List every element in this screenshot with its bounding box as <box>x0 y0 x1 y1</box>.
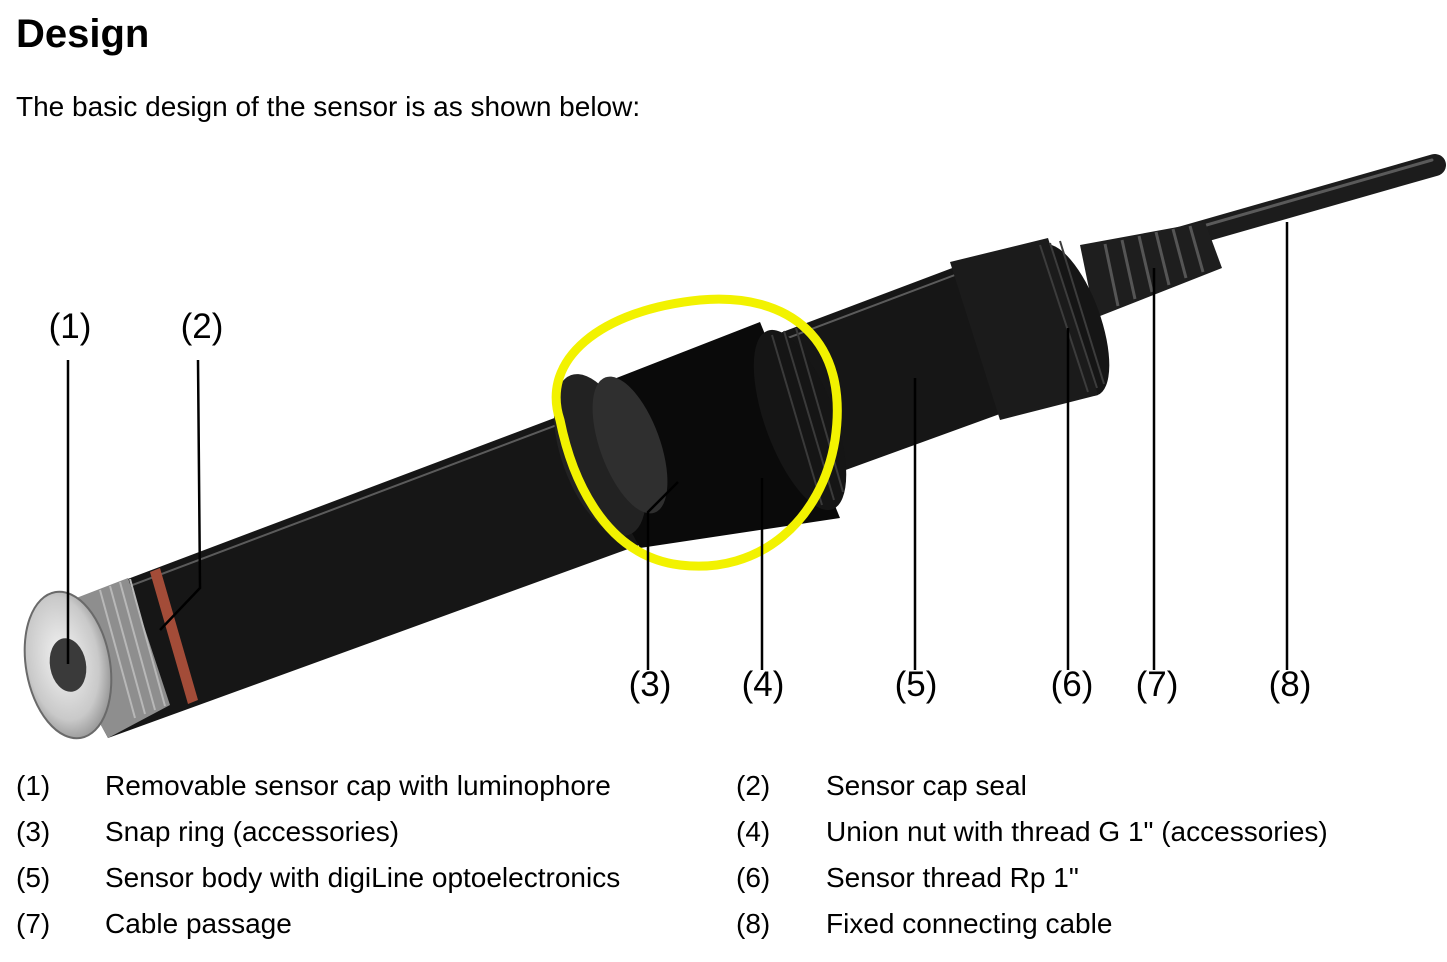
callout-7: (7) <box>1136 665 1179 704</box>
legend-text: Fixed connecting cable <box>826 908 1113 939</box>
sensor-thread <box>950 238 1110 420</box>
leader-lines <box>66 222 1289 670</box>
legend-text: Sensor thread Rp 1" <box>826 862 1079 893</box>
sensor-illustration: (1) (2) (3) (4) (5) (6) (7) (8) <box>23 154 1446 740</box>
page-title: Design <box>16 12 150 56</box>
legend-text: Snap ring (accessories) <box>105 816 400 847</box>
legend-text: Union nut with thread G 1" (accessories) <box>826 816 1328 847</box>
legend-number: (1) <box>16 770 51 801</box>
callout-8: (8) <box>1269 665 1312 704</box>
sensor-cap <box>23 568 198 740</box>
callout-2: (2) <box>181 307 224 346</box>
cap-seal <box>150 568 198 704</box>
legend-text: Sensor body with digiLine optoelectronic… <box>105 862 621 893</box>
callout-6: (6) <box>1051 665 1094 704</box>
legend-text: Cable passage <box>105 908 292 939</box>
legend-number: (3) <box>16 816 51 847</box>
legend-number: (6) <box>736 862 771 893</box>
cable-passage <box>1080 222 1222 318</box>
legend-number: (2) <box>736 770 771 801</box>
callout-4: (4) <box>742 665 785 704</box>
callout-3: (3) <box>629 665 672 704</box>
highlight-circle <box>551 294 842 571</box>
legend-number: (5) <box>16 862 51 893</box>
legend-text: Sensor cap seal <box>826 770 1027 801</box>
legend-number: (7) <box>16 908 51 939</box>
callout-1: (1) <box>49 307 92 346</box>
legend-number: (8) <box>736 908 771 939</box>
legend-number: (4) <box>736 816 771 847</box>
legend: (1) Removable sensor cap with luminophor… <box>0 766 1447 956</box>
intro-text: The basic design of the sensor is as sho… <box>16 91 641 122</box>
callout-5: (5) <box>895 665 938 704</box>
legend-text: Removable sensor cap with luminophore <box>105 770 611 801</box>
